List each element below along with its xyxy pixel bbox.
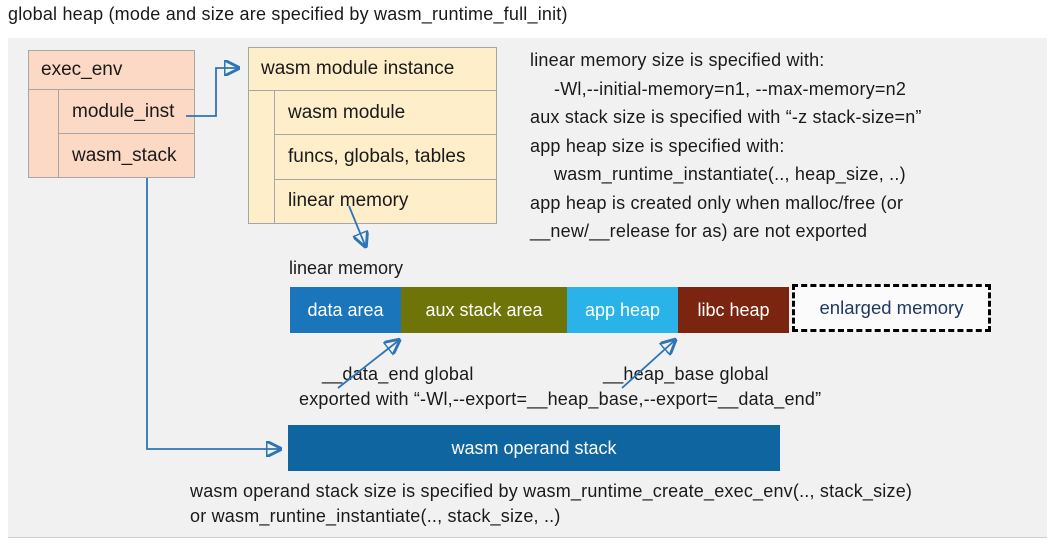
wasm-module-instance-indent-strip [249, 91, 275, 223]
wasm-module-instance-header: wasm module instance [249, 48, 496, 91]
diagram-title: global heap (mode and size are specified… [8, 4, 568, 24]
exec-env-rows: module_inst wasm_stack [59, 90, 194, 177]
note-line-7: __new/__release for as) are not exported [530, 221, 868, 241]
segment-aux-stack-area: aux stack area [401, 287, 567, 333]
export-flags-label: exported with “-Wl,--export=__heap_base,… [299, 389, 822, 409]
segment-enlarged-memory: enlarged memory [792, 284, 991, 332]
exec-env-row-module-inst: module_inst [59, 90, 194, 134]
note-line-4: app heap size is specified with: [530, 135, 785, 156]
module-row-funcs-globals-tables: funcs, globals, tables [275, 135, 496, 180]
linear-memory-label: linear memory [289, 258, 404, 278]
wasm-module-instance-body: wasm module funcs, globals, tables linea… [249, 91, 496, 223]
note-line-5: wasm_runtime_instantiate(.., heap_size, … [554, 164, 906, 184]
exec-env-box: exec_env module_inst wasm_stack [28, 50, 195, 178]
wasm-module-instance-rows: wasm module funcs, globals, tables linea… [275, 91, 496, 223]
segment-libc-heap: libc heap [678, 287, 789, 333]
operand-stack-note-line-2: or wasm_runtine_instantiate(.., stack_si… [190, 506, 561, 526]
note-line-1: linear memory size is specified with: [530, 50, 825, 70]
exec-env-header: exec_env [29, 51, 194, 90]
linker-notes: linear memory size is specified with: -W… [530, 46, 922, 246]
exec-env-body: module_inst wasm_stack [29, 90, 194, 177]
wasm-operand-stack-box: wasm operand stack [288, 425, 780, 471]
wasm-module-instance-box: wasm module instance wasm module funcs, … [248, 47, 497, 224]
exec-env-indent-strip [29, 90, 59, 177]
note-line-2: -Wl,--initial-memory=n1, --max-memory=n2 [554, 78, 907, 99]
segment-app-heap: app heap [567, 287, 678, 333]
exec-env-row-wasm-stack: wasm_stack [72, 144, 177, 166]
segment-data-area: data area [290, 287, 401, 333]
note-line-3: aux stack size is specified with “-z sta… [530, 107, 922, 127]
operand-stack-note-line-1: wasm operand stack size is specified by … [190, 481, 913, 501]
module-row-wasm-module: wasm module [275, 91, 496, 136]
data-end-global-label: __data_end global [322, 364, 474, 384]
module-row-linear-memory: linear memory [288, 190, 409, 212]
heap-base-global-label: __heap_base global [603, 364, 769, 384]
note-line-6: app heap is created only when malloc/fre… [530, 192, 904, 213]
